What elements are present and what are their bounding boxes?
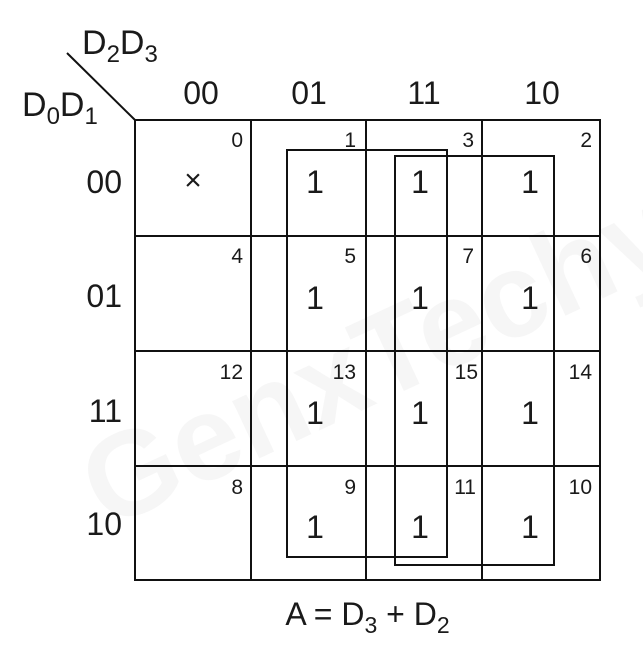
minterm-index: 1 — [344, 129, 356, 152]
minterm-index: 3 — [462, 129, 474, 152]
minterm-index: 5 — [344, 245, 356, 268]
corner-diagonal — [66, 52, 136, 121]
cell-value: 1 — [521, 395, 539, 431]
minterm-index: 8 — [231, 476, 243, 499]
minterm-index: 14 — [568, 361, 592, 384]
cell-value: 1 — [411, 164, 429, 200]
group-loop-d2 — [394, 155, 555, 566]
simplified-equation: A = D3 + D2 — [285, 596, 450, 638]
cell-value: 1 — [521, 164, 539, 200]
row-header-10: 10 — [86, 506, 122, 542]
cell-value: 1 — [521, 280, 539, 316]
row-variables-label: D0D1 — [22, 86, 98, 130]
minterm-index: 12 — [219, 361, 243, 384]
cell-value: 1 — [306, 280, 324, 316]
cell-value: 1 — [306, 509, 324, 545]
group-loop-d3 — [286, 149, 448, 558]
cell-value: 1 — [411, 280, 429, 316]
row-header-00: 00 — [86, 164, 122, 200]
cell-value: 1 — [306, 395, 324, 431]
cell-dont-care: × — [184, 164, 202, 197]
row-header-01: 01 — [86, 278, 122, 314]
column-variables-label: D2D3 — [82, 24, 158, 68]
minterm-index: 13 — [332, 361, 356, 384]
col-header-01: 01 — [291, 75, 327, 111]
minterm-index: 15 — [454, 361, 478, 384]
minterm-index: 7 — [462, 245, 474, 268]
minterm-index: 4 — [231, 245, 243, 268]
col-header-11: 11 — [407, 75, 441, 111]
minterm-index: 0 — [231, 129, 243, 152]
minterm-index: 10 — [568, 476, 592, 499]
cell-value: 1 — [411, 395, 429, 431]
minterm-index: 2 — [580, 129, 592, 152]
minterm-index: 9 — [344, 476, 356, 499]
cell-value: 1 — [306, 164, 324, 200]
col-header-10: 10 — [524, 75, 560, 111]
cell-value: 1 — [411, 509, 429, 545]
col-header-00: 00 — [183, 75, 219, 111]
minterm-index: 6 — [580, 245, 592, 268]
row-header-11: 11 — [88, 393, 122, 429]
minterm-index: 11 — [454, 476, 476, 499]
cell-value: 1 — [521, 509, 539, 545]
